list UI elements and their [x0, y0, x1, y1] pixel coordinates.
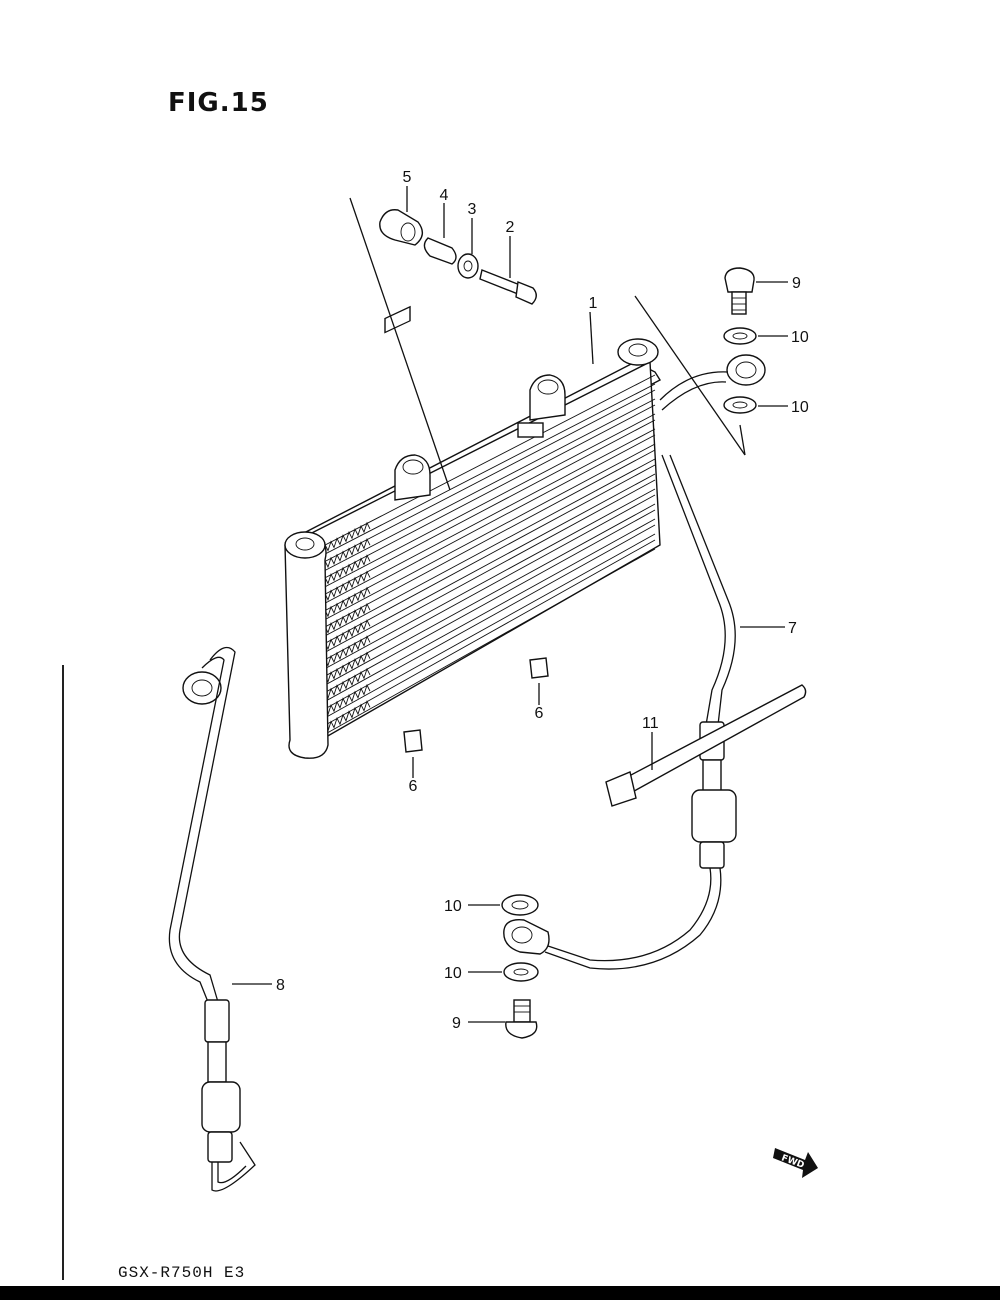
cooler-tube [295, 494, 656, 693]
callout-10-lower-b: 10 [444, 965, 462, 982]
oil-hose-part-7 [544, 371, 785, 970]
cooler-fin [321, 554, 371, 598]
cooler-tube [295, 509, 656, 709]
cooler-tube [295, 524, 656, 726]
cooler-fin [321, 683, 371, 730]
cooler-fin [321, 602, 371, 647]
callout-9-lower: 9 [452, 1015, 461, 1032]
cooler-tube-edge [295, 473, 656, 669]
cooler-fin [321, 635, 371, 680]
callout-1: 1 [589, 295, 598, 312]
oil-hose-part-8 [168, 646, 272, 1192]
cooler-tube-edge [295, 458, 656, 652]
cooler-tube-edge [295, 428, 656, 619]
cooler-fin [321, 667, 371, 713]
callout-10-upper-a: 10 [791, 329, 809, 346]
mounting-hardware [379, 186, 594, 365]
cooler-tube [295, 374, 656, 561]
fwd-arrow-icon: FWD [773, 1148, 818, 1178]
cooler-tube-edge [295, 503, 656, 702]
cooler-tube [295, 449, 656, 643]
cooler-fin [321, 537, 371, 581]
cooler-tube-edge [295, 533, 656, 735]
cooler-tube [295, 464, 656, 660]
fwd-label: FWD [780, 1153, 806, 1170]
oil-cooler-part-1 [284, 197, 746, 759]
cooler-tube-edge [295, 548, 656, 751]
cooler-tube [295, 404, 656, 594]
clip-parts-6 [403, 657, 549, 778]
cooler-tube [295, 434, 656, 627]
callout-4: 4 [440, 187, 449, 204]
callout-10-upper-b: 10 [791, 399, 809, 416]
margin-rule [62, 665, 64, 1280]
cooler-tube [295, 479, 656, 676]
bottom-scan-bar [0, 1286, 1000, 1300]
callout-5: 5 [403, 169, 412, 186]
cooler-tube-edge [295, 488, 656, 685]
cooler-fin [321, 521, 371, 565]
cooler-tube-edge [295, 383, 656, 570]
cooler-tubes [295, 374, 656, 751]
cooler-fin [321, 570, 371, 614]
cooler-fin [321, 651, 371, 697]
callout-11: 11 [642, 715, 659, 732]
cooler-tube-edge [295, 443, 656, 636]
callout-6-left: 6 [409, 778, 418, 795]
cooler-fin [321, 619, 371, 664]
model-code: GSX-R750H E3 [118, 1264, 246, 1282]
callout-10-lower-a: 10 [444, 898, 462, 915]
cooler-tube [295, 389, 656, 577]
cooler-tube-edge [295, 398, 656, 586]
clamp-part-11 [605, 684, 807, 807]
cooler-tube [295, 419, 656, 610]
cooler-tube-edge [295, 518, 656, 718]
upper-banjo-fitting [723, 267, 788, 414]
cooler-tube-edge [295, 413, 656, 603]
callout-6-right: 6 [535, 705, 544, 722]
cooler-fin [321, 586, 371, 631]
callout-2: 2 [506, 219, 515, 236]
callout-8: 8 [276, 977, 285, 994]
callout-9-upper: 9 [792, 275, 801, 292]
callout-7: 7 [788, 620, 797, 637]
callout-3: 3 [468, 201, 477, 218]
lower-banjo-fitting [468, 894, 550, 1039]
cooler-tube [295, 539, 656, 742]
figure-title: FIG.15 [168, 88, 269, 118]
cooler-fin [321, 700, 371, 746]
